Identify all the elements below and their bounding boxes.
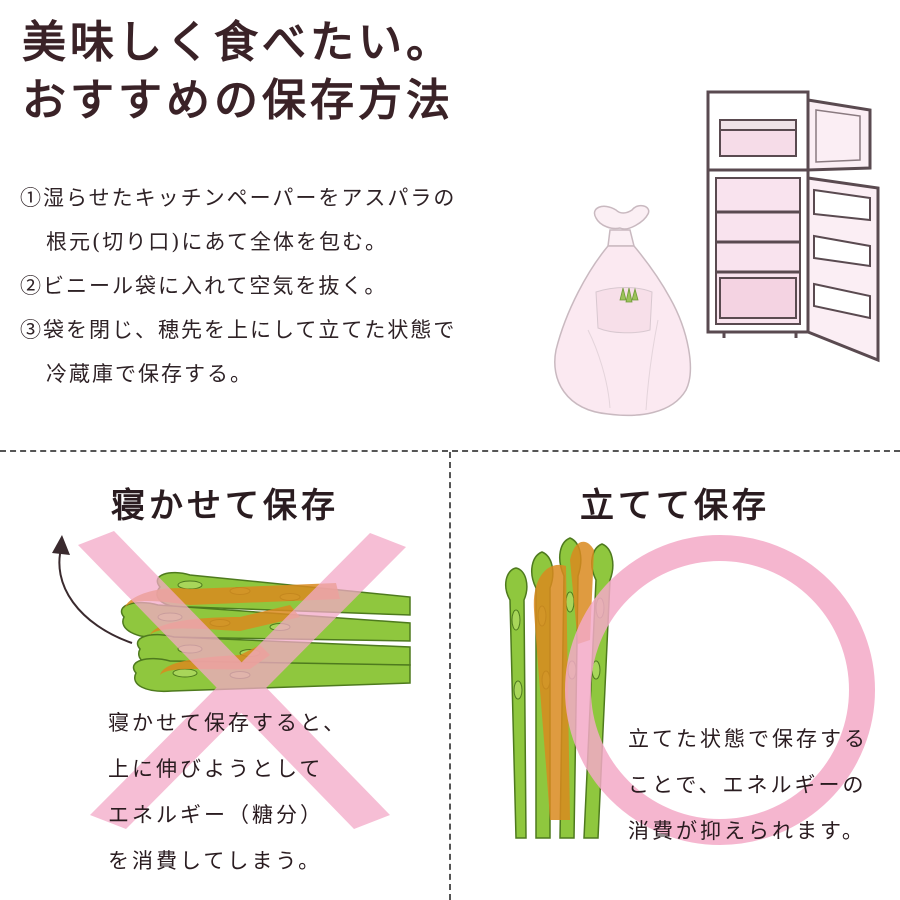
step-3: ③袋を閉じ、穂先を上にして立てた状態で [20,318,457,342]
left-text-line-2: 上に伸びようとして [108,757,324,781]
plastic-bag-icon [554,204,692,417]
left-text-line-1: 寝かせて保存すると、 [108,711,348,735]
storage-steps: ①湿らせたキッチンペーパーをアスパラの 根元(切り口)にあて全体を包む。 ②ビニ… [20,176,520,396]
right-text-line-3: 消費が抑えられます。 [628,819,866,843]
left-text-line-4: を消費してしまう。 [108,849,323,873]
refrigerator-icon [706,90,880,363]
left-panel-heading: 寝かせて保存 [111,486,339,526]
title-line-2: おすすめの保存方法 [22,75,454,126]
step-1-continued: 根元(切り口)にあて全体を包む。 [46,230,388,254]
left-text-line-3: エネルギー（糖分） [108,803,324,827]
right-panel-heading: 立てて保存 [580,486,770,526]
cross-mark-icon [78,531,406,829]
lying-asparagus-illustration [52,531,411,829]
curved-arrow-icon [52,535,70,555]
step-2: ②ビニール袋に入れて空気を抜く。 [20,274,388,298]
title-line-1: 美味しく食べたい。 [22,17,454,68]
circle-mark-icon [565,535,875,845]
asparagus-bundle-vertical [504,537,614,839]
vertical-divider [449,452,451,900]
step-3-continued: 冷蔵庫で保存する。 [46,362,253,386]
standing-asparagus-illustration [504,535,875,845]
horizontal-divider [0,450,900,452]
right-panel-text: 立てた状態で保存する ことで、エネルギーの 消費が抑えられます。 [628,716,868,854]
right-text-line-2: ことで、エネルギーの [628,773,867,797]
page-title: 美味しく食べたい。 おすすめの保存方法 [22,14,454,130]
step-1: ①湿らせたキッチンペーパーをアスパラの [20,186,457,210]
left-panel-text: 寝かせて保存すると、 上に伸びようとして エネルギー（糖分） を消費してしまう。 [108,700,347,884]
right-text-line-1: 立てた状態で保存する [628,727,868,751]
